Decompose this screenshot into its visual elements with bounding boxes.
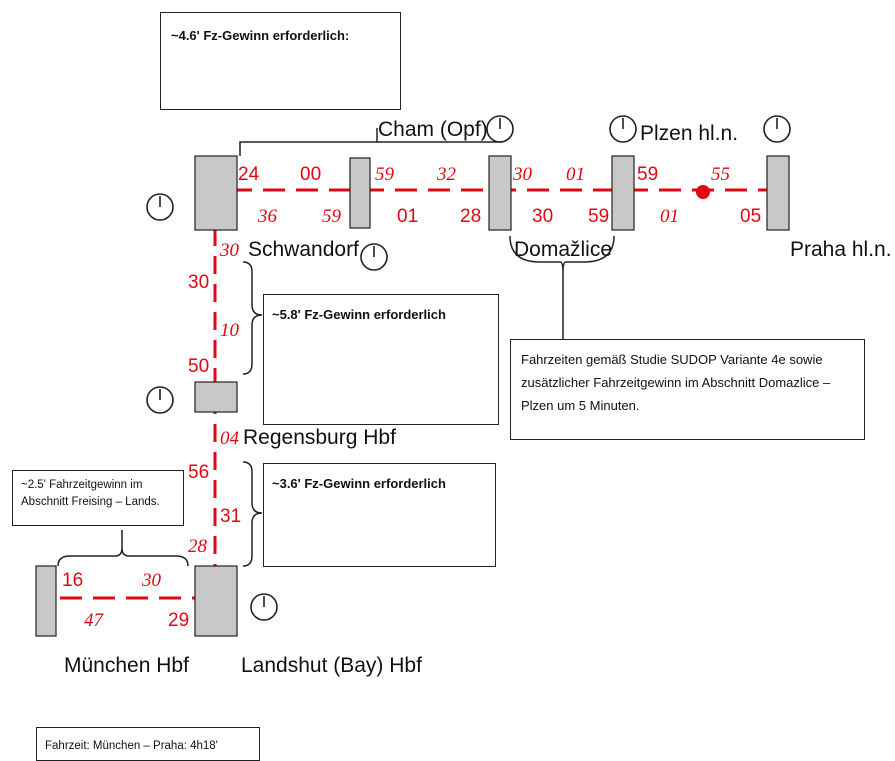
time-label: 59 — [322, 206, 342, 227]
time-label: 36 — [257, 206, 278, 227]
regensburg-section-note-text: ~3.6' Fz-Gewinn erforderlich — [272, 476, 446, 491]
schwandorf-section-note-text: ~5.8' Fz-Gewinn erforderlich — [272, 307, 446, 322]
time-label: 28 — [460, 206, 481, 227]
regensburg-section-note: ~3.6' Fz-Gewinn erforderlich — [263, 463, 496, 567]
station-block-cham — [349, 157, 371, 229]
clock-icon — [609, 115, 637, 143]
time-label: 01 — [397, 206, 418, 227]
time-label: 59 — [375, 164, 395, 185]
station-label-landshut: Landshut (Bay) Hbf — [241, 654, 422, 677]
station-label-regensburg: Regensburg Hbf — [243, 426, 396, 449]
clock-icon — [486, 115, 514, 143]
clock-icon — [250, 593, 278, 621]
station-label-muenchen: München Hbf — [64, 654, 189, 677]
freising-note-line-2: Abschnitt Freising – Lands. — [21, 496, 160, 508]
clock-icon — [360, 243, 388, 271]
freising-note: ~2.5' Fahrzeitgewinn im Abschnitt Freisi… — [12, 470, 184, 526]
clock-icon — [146, 386, 174, 414]
time-label: 04 — [220, 428, 240, 449]
time-label: 59 — [637, 164, 658, 185]
sudop-note: Fahrzeiten gemäß Studie SUDOP Variante 4… — [510, 339, 865, 440]
time-label: 16 — [62, 570, 83, 591]
time-label: 28 — [188, 536, 208, 557]
time-label: 55 — [711, 164, 730, 185]
time-label: 01 — [566, 164, 585, 185]
freising-bracket — [57, 530, 189, 567]
time-label: 30 — [219, 240, 240, 261]
time-label: 24 — [238, 164, 260, 185]
time-label: 01 — [660, 206, 679, 227]
red-dot-marker — [696, 185, 710, 199]
regensburg-landshut-bracket — [242, 461, 263, 567]
cham-section-note-text: ~4.6' Fz-Gewinn erforderlich: — [171, 28, 350, 43]
total-travel-time-text: Fahrzeit: München – Praha: 4h18' — [45, 740, 218, 752]
time-label: 47 — [84, 610, 105, 631]
time-label: 10 — [220, 320, 240, 341]
time-label: 30 — [188, 272, 209, 293]
time-label: 32 — [436, 164, 457, 185]
station-label-plzen: Plzen hl.n. — [640, 122, 738, 145]
freising-note-line-1: ~2.5' Fahrzeitgewinn im — [21, 479, 143, 491]
time-label: 59 — [588, 206, 609, 227]
time-label: 30 — [532, 206, 553, 227]
schwandorf-section-note: ~5.8' Fz-Gewinn erforderlich — [263, 294, 499, 425]
station-block-schwandorf — [194, 155, 238, 231]
time-label: 00 — [300, 164, 321, 185]
station-block-regensburg — [194, 381, 238, 413]
clock-icon — [763, 115, 791, 143]
station-block-domazlice — [488, 155, 512, 231]
domazlice-plzen-bracket — [509, 235, 615, 284]
time-label: 30 — [512, 164, 533, 185]
station-block-plzen — [611, 155, 635, 231]
station-label-schwandorf: Schwandorf — [248, 238, 359, 261]
time-label: 31 — [220, 506, 241, 527]
time-label: 56 — [188, 462, 209, 483]
station-label-cham: Cham (Opf) — [378, 118, 488, 141]
station-block-landshut — [194, 565, 238, 637]
time-label: 30 — [141, 570, 162, 591]
station-label-praha: Praha hl.n. — [790, 238, 892, 261]
total-travel-time-note: Fahrzeit: München – Praha: 4h18' — [36, 727, 260, 761]
time-label: 05 — [740, 206, 761, 227]
time-label: 29 — [168, 610, 189, 631]
schwandorf-regensburg-bracket — [242, 261, 263, 375]
clock-icon — [146, 193, 174, 221]
station-label-domazlice: Domažlice — [514, 238, 612, 261]
station-block-muenchen — [35, 565, 57, 637]
sudop-note-text: Fahrzeiten gemäß Studie SUDOP Variante 4… — [521, 352, 831, 413]
cham-section-note: ~4.6' Fz-Gewinn erforderlich: — [160, 12, 401, 110]
time-label: 50 — [188, 356, 209, 377]
station-block-praha — [766, 155, 790, 231]
